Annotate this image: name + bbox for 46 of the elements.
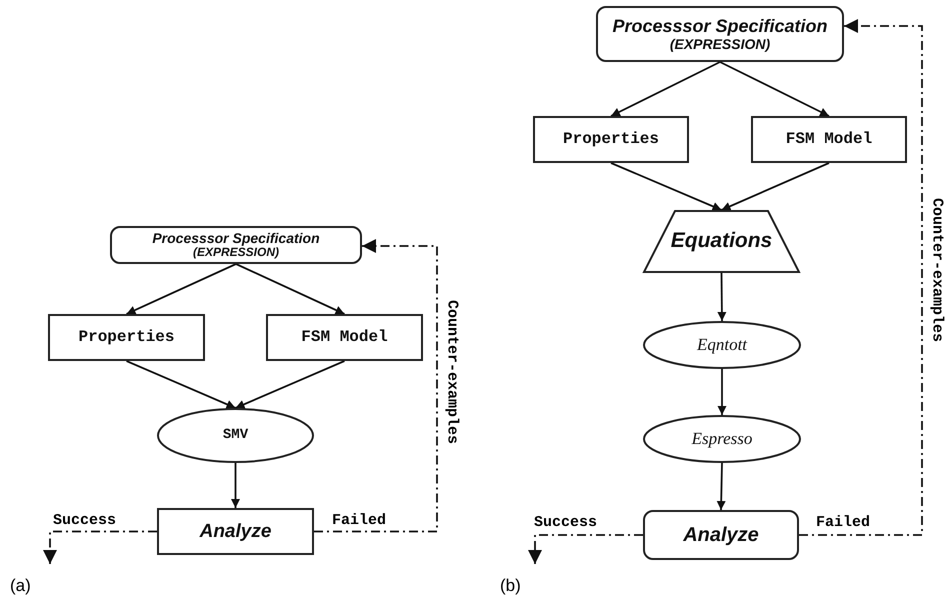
arrow	[235, 360, 345, 409]
tool-ellipse	[157, 408, 314, 463]
node-label: SMV	[222, 427, 248, 444]
node-subtitle: (EXPRESSION)	[192, 246, 279, 260]
node-label: Analyze	[683, 524, 759, 546]
vertical-label: Counter-examples	[930, 198, 944, 342]
arrow	[126, 360, 236, 409]
arrow	[716, 462, 726, 510]
process-box	[533, 116, 689, 163]
trapezoid-box	[643, 210, 800, 273]
node-label: FSM Model	[786, 130, 872, 149]
process-box	[643, 510, 799, 560]
node-label: Eqntott	[696, 335, 748, 355]
process-box	[157, 508, 314, 555]
arrow	[721, 162, 830, 211]
arrow	[718, 369, 726, 415]
process-box	[266, 314, 423, 361]
arrow	[610, 61, 720, 117]
vertical-label: Counter-examples	[444, 300, 460, 444]
process-box	[751, 116, 907, 163]
outcome-arrow	[528, 534, 643, 564]
node-label: FSM Model	[301, 328, 388, 347]
arrow	[610, 162, 722, 211]
node-label: Properties	[562, 130, 659, 149]
node-label: Analyze	[200, 520, 272, 542]
specification-box	[596, 6, 844, 62]
arrow	[126, 263, 236, 315]
panel-label: (a)	[10, 576, 31, 596]
tool-ellipse	[643, 321, 801, 369]
tool-ellipse	[643, 415, 801, 463]
node-label: Espresso	[692, 429, 752, 449]
arrow	[720, 61, 830, 117]
node-label: Properties	[78, 328, 174, 347]
feedback-arrow	[314, 239, 438, 532]
node-label: Equations	[670, 229, 772, 254]
node-title: Processsor Specification	[612, 16, 828, 36]
arrow	[717, 273, 726, 321]
outcome-arrow	[43, 530, 157, 564]
node-subtitle: (EXPRESSION)	[670, 36, 770, 52]
process-box	[48, 314, 205, 361]
arrow	[236, 263, 345, 315]
feedback-arrow	[799, 19, 923, 536]
arrow	[231, 463, 240, 508]
specification-box	[110, 226, 362, 264]
node-title: Processsor Specification	[152, 230, 320, 246]
panel-label: (b)	[500, 576, 521, 596]
